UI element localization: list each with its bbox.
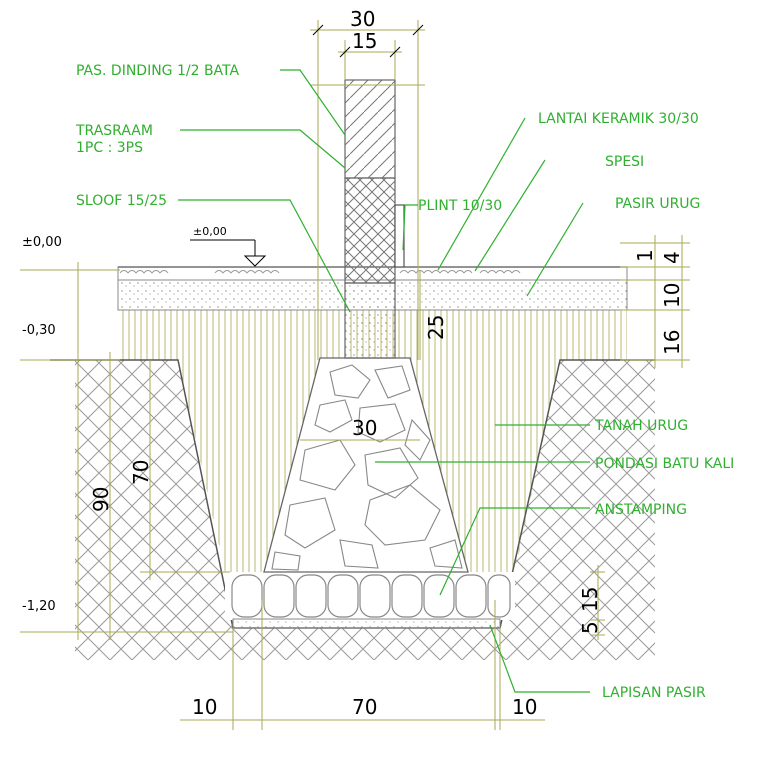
trasraam-wall <box>344 177 396 284</box>
anstamping-stones <box>225 572 515 620</box>
label-anstamping: ANSTAMPING <box>595 502 687 518</box>
dim-bottom-mid: 70 <box>352 695 377 719</box>
label-pas-dinding: PAS. DINDING 1/2 BATA <box>76 63 240 79</box>
level-floor-outer: ±0,00 <box>22 235 62 250</box>
brick-wall <box>344 79 396 179</box>
dim-bottom-left: 10 <box>192 695 217 719</box>
rubble-foundation <box>263 357 469 573</box>
label-pasir-urug: PASIR URUG <box>615 196 700 212</box>
dim-wall-brick: 15 <box>352 29 377 53</box>
label-trasraam: TRASRAAM <box>75 123 153 139</box>
label-trasraam-mix: 1PC : 3PS <box>76 140 143 156</box>
dim-layer-4: 4 <box>660 251 684 264</box>
dim-sloof-height: 25 <box>424 315 448 340</box>
label-lapisan-pasir: LAPISAN PASIR <box>602 685 706 701</box>
label-plint: PLINT 10/30 <box>418 198 502 214</box>
bottom-dimension-lines <box>180 600 545 730</box>
dim-urug: 16 <box>660 330 684 355</box>
plint-tile <box>394 204 405 268</box>
label-tanah-urug: TANAH URUG <box>594 418 688 434</box>
dim-pondasi-top: 30 <box>352 416 377 440</box>
dim-sand-layer: 5 <box>578 621 602 634</box>
level-markers <box>190 239 267 267</box>
level-ground: -0,30 <box>22 323 56 338</box>
label-sloof: SLOOF 15/25 <box>76 193 167 209</box>
label-spesi: SPESI <box>605 154 644 170</box>
dim-pondasi-height: 70 <box>129 460 153 485</box>
level-bottom: -1,20 <box>22 599 56 614</box>
left-dimension-lines <box>20 262 421 640</box>
wall-dimension-lines <box>310 20 425 360</box>
right-dimension-lines <box>300 235 690 640</box>
label-lantai-keramik: LANTAI KERAMIK 30/30 <box>538 111 699 127</box>
dim-total-depth: 90 <box>89 487 113 512</box>
dim-keramik: 1 <box>633 249 657 262</box>
level-floor-inner: ±0,00 <box>193 225 227 238</box>
leader-lines <box>178 69 590 693</box>
sloof-beam <box>344 282 396 359</box>
dim-anstamping-height: 15 <box>578 587 602 612</box>
dim-bottom-right: 10 <box>512 695 537 719</box>
dim-wall-total: 30 <box>350 7 375 31</box>
label-pondasi: PONDASI BATU KALI <box>595 456 734 472</box>
sand-bed-layer <box>232 618 501 629</box>
dim-pasir: 10 <box>660 283 684 308</box>
